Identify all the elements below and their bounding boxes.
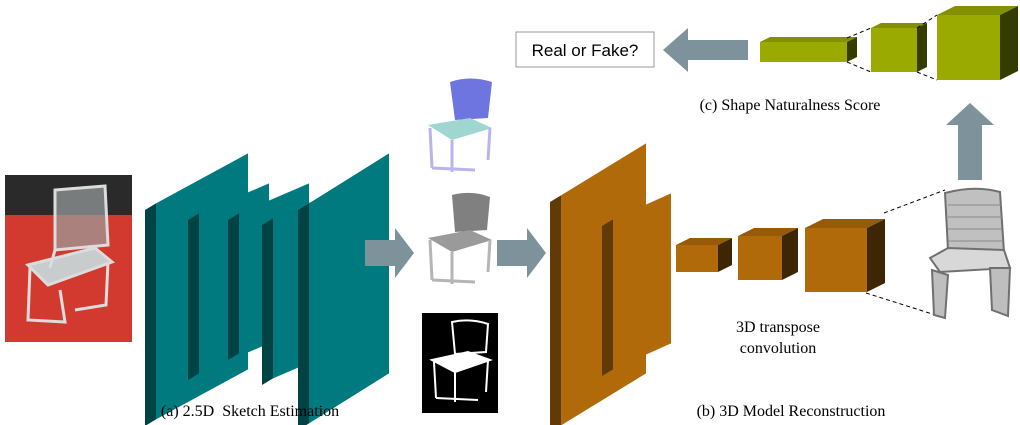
transpose-cube-2-top	[738, 228, 798, 236]
disc-cube-2-side	[917, 23, 927, 72]
disc-cube-1-front	[760, 42, 847, 62]
encoder-layers	[145, 153, 389, 425]
encoder-slab-3-side	[228, 213, 239, 360]
transpose-cube-1-top	[676, 238, 732, 245]
encoder-slab-2-side	[188, 213, 199, 380]
caption-naturalness: (c) Shape Naturalness Score	[700, 97, 881, 114]
disc-cube-1-top	[760, 37, 857, 42]
decoder-slab-2-front	[613, 193, 671, 370]
real-or-fake-label: Real or Fake?	[532, 41, 639, 60]
arrow-to-sketches	[365, 228, 414, 278]
encoder-slab-4-side	[262, 218, 273, 385]
transpose-cube-3-top	[805, 219, 885, 228]
transpose-cube-3-front	[805, 228, 867, 292]
arrow-up-to-discriminator	[946, 103, 994, 180]
depth-map-sketch	[428, 192, 492, 284]
disc-projection-lines	[846, 14, 938, 81]
disc-cube-3-side	[1000, 6, 1018, 80]
disc-cube-3-front	[937, 15, 1000, 80]
transpose-conv-cubes	[676, 219, 885, 292]
discriminator-cubes	[760, 6, 1018, 80]
caption-transpose-line2: convolution	[740, 340, 816, 357]
encoder-slab-1-side	[145, 203, 156, 425]
disc-cube-2-front	[871, 28, 917, 72]
real-or-fake-box	[515, 31, 655, 68]
arrow-to-output	[663, 28, 748, 72]
decoder-slab-1-side	[550, 195, 561, 425]
encoder-slab-5-front	[309, 153, 389, 424]
encoder-slab-5-side	[298, 203, 309, 425]
caption-reconstruction: (b) 3D Model Reconstruction	[697, 403, 886, 420]
decoder-slab-2-side	[602, 219, 613, 376]
normal-map-sketch	[428, 78, 492, 172]
disc-cube-3-top	[937, 6, 1018, 15]
transpose-cube-1-side	[718, 238, 732, 272]
caption-sketch: (a) 2.5D Sketch Estimation	[161, 403, 339, 420]
silhouette-sketch	[422, 313, 498, 413]
transpose-cube-3-side	[867, 219, 885, 292]
output-voxel-chair	[928, 187, 1012, 320]
decoder-layers	[550, 143, 671, 425]
caption-transpose-line1: 3D transpose	[736, 319, 820, 336]
input-photo	[5, 175, 132, 342]
projection-lines	[865, 189, 946, 319]
transpose-cube-1-front	[676, 245, 718, 272]
disc-cube-2-top	[871, 23, 927, 28]
arrow-to-decoder	[497, 228, 546, 278]
disc-cube-1-side	[847, 37, 857, 62]
transpose-cube-2-front	[738, 236, 782, 280]
transpose-cube-2-side	[782, 228, 798, 280]
